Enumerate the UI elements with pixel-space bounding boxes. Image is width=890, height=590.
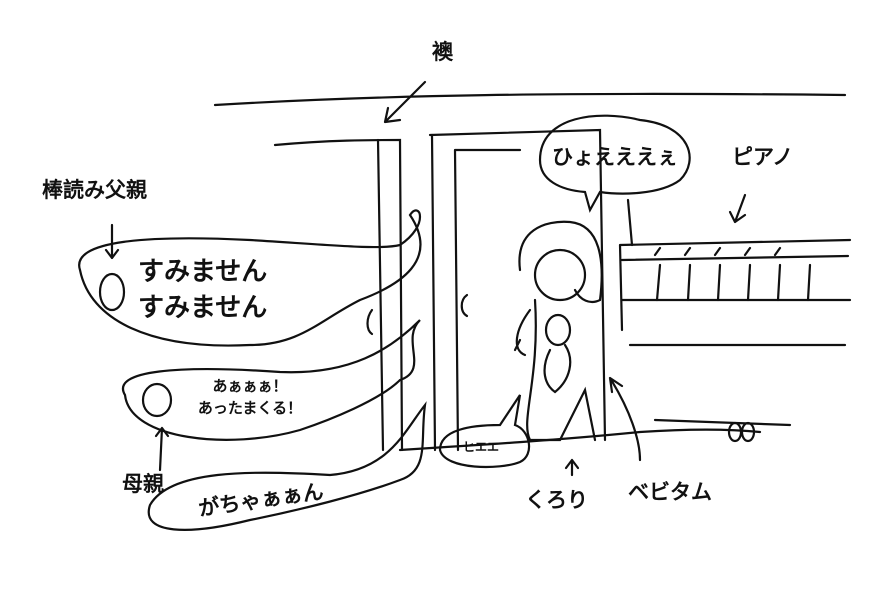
label-kurori: くろり bbox=[525, 488, 588, 512]
label-bebitam: ベビタム bbox=[628, 480, 712, 504]
label-piano: ピアノ bbox=[732, 145, 794, 169]
label-scream: ひょえええぇ bbox=[552, 145, 678, 169]
father-line-1: すみません bbox=[138, 257, 268, 287]
label-father: 棒読み父親 bbox=[42, 178, 147, 202]
father-line-2: すみません bbox=[138, 293, 268, 323]
label-fusuma: 襖 bbox=[432, 40, 453, 64]
mother-line-1: あぁぁぁ！ bbox=[212, 377, 288, 395]
label-mother: 母親 bbox=[122, 472, 164, 496]
mother-line-2: あったまくる！ bbox=[197, 399, 303, 417]
label-hiee: ヒエエ bbox=[463, 440, 500, 454]
